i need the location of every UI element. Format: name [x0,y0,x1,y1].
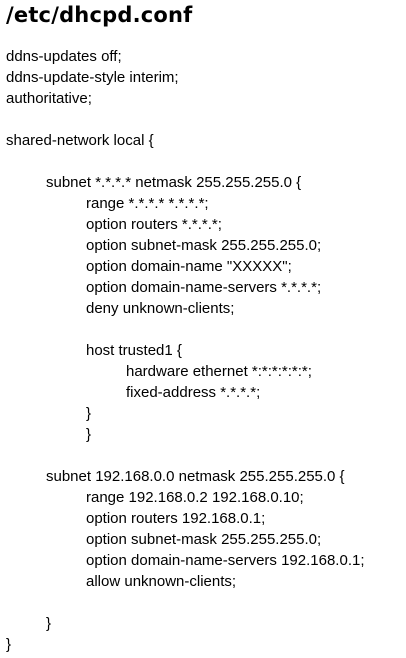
config-line: subnet 192.168.0.0 netmask 255.255.255.0… [46,468,345,485]
config-line: host trusted1 { [86,342,182,359]
document-title: /etc/dhcpd.conf [6,3,193,27]
config-line: option domain-name-servers *.*.*.*; [86,279,322,296]
config-line: option subnet-mask 255.255.255.0; [86,237,322,254]
config-line: range *.*.*.* *.*.*.*; [86,195,209,212]
config-line: hardware ethernet *:*:*:*:*:*; [126,363,312,380]
config-line: range 192.168.0.2 192.168.0.10; [86,489,304,506]
config-line: } [86,426,92,443]
config-line: option domain-name-servers 192.168.0.1; [86,552,365,569]
config-line: authoritative; [6,90,92,107]
config-line: option routers 192.168.0.1; [86,510,266,527]
config-line: ddns-update-style interim; [6,69,179,86]
config-line: } [86,405,92,422]
blank-line [6,109,404,130]
config-line: shared-network local { [6,132,154,149]
blank-line [6,319,404,340]
config-line: } [6,636,12,653]
config-line: allow unknown-clients; [86,573,237,590]
blank-line [6,445,404,466]
config-line: option domain-name "XXXXX"; [86,258,292,275]
config-line: } [46,615,52,632]
config-line: ddns-updates off; [6,48,122,65]
config-code-block: ddns-updates off; ddns-update-style inter… [6,46,404,655]
config-line: deny unknown-clients; [86,300,235,317]
blank-line [6,592,404,613]
config-line: fixed-address *.*.*.*; [126,384,261,401]
config-line: option subnet-mask 255.255.255.0; [86,531,322,548]
config-line: subnet *.*.*.* netmask 255.255.255.0 { [46,174,302,191]
blank-line [6,151,404,172]
config-line: option routers *.*.*.*; [86,216,222,233]
